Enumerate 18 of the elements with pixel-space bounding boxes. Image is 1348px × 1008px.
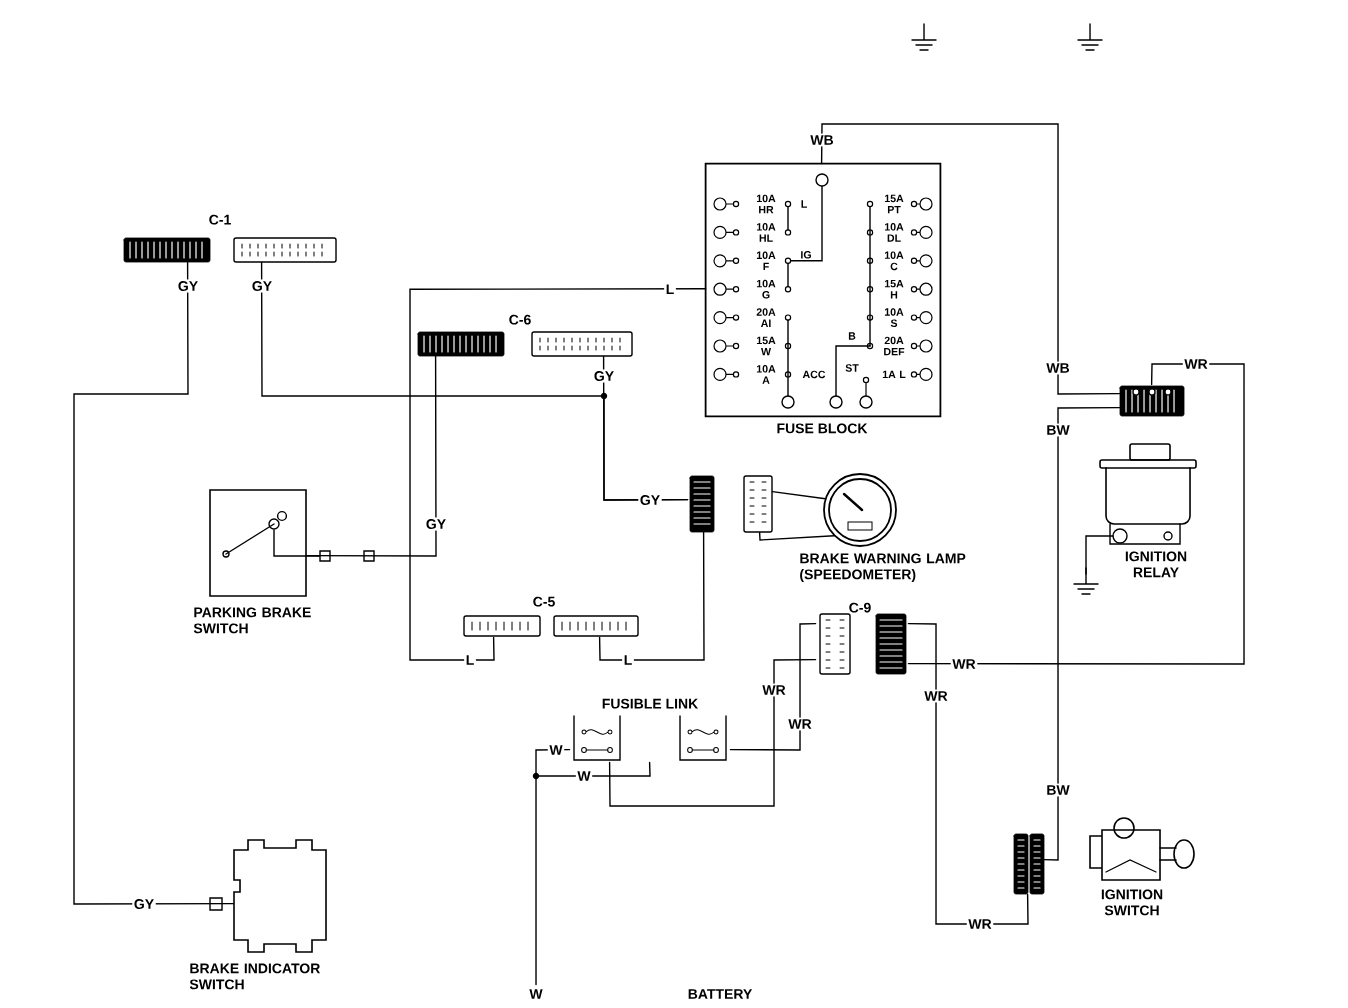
- connector-drawing: [1013, 833, 1045, 895]
- wire: [820, 123, 1121, 395]
- wire: [602, 355, 689, 501]
- wire: [907, 622, 1029, 925]
- wire: [598, 531, 705, 661]
- wire: [1042, 406, 1121, 861]
- wire: [608, 658, 817, 807]
- wire: [758, 531, 835, 541]
- wire: [409, 288, 707, 661]
- wire: [771, 490, 827, 500]
- connector-drawing: [1119, 385, 1185, 417]
- wire: [729, 622, 817, 751]
- wire: [907, 363, 1245, 665]
- wire: [73, 261, 235, 905]
- wire: [536, 761, 651, 777]
- wire: [532, 748, 571, 986]
- wire: [305, 355, 437, 557]
- connector-drawing: [689, 475, 773, 533]
